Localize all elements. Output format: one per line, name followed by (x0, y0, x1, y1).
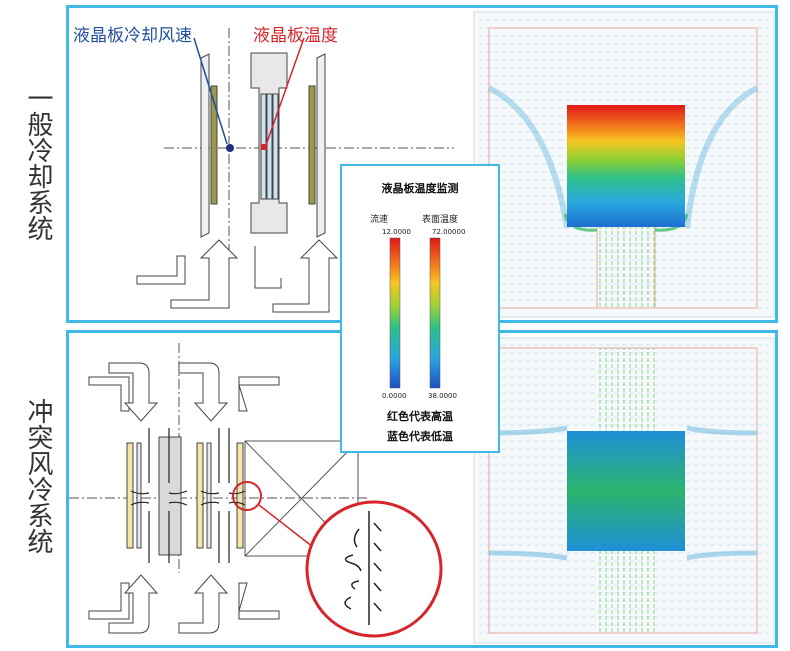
temperature-legend: 液晶板温度监测 流速 表面温度 12.0000 72.00000 0.0000 … (340, 164, 500, 453)
legend-title: 液晶板温度监测 (381, 182, 459, 195)
color-scales (389, 237, 441, 389)
general-system-label: 一般冷却系统 (23, 85, 53, 241)
flow-min: 0.0000 (382, 392, 407, 400)
temp-min: 38.0000 (428, 392, 457, 400)
impact-system-label: 冲突风冷系统 (23, 398, 53, 554)
legend-note-red: 红色代表高温 (387, 410, 453, 423)
cooling-speed-callout: 液晶板冷却风速 (73, 26, 192, 46)
temp-max: 72.00000 (432, 228, 466, 236)
flow-color-bar (389, 237, 401, 389)
impact-cfd-simulation (473, 337, 775, 644)
flow-max: 12.0000 (382, 228, 411, 236)
legend-note-blue: 蓝色代表低温 (387, 430, 453, 443)
flow-label: 流速 (370, 215, 389, 225)
general-cooling-diagram (136, 28, 454, 313)
temp-color-bar (429, 237, 441, 389)
surface-label: 表面温度 (422, 215, 459, 225)
impact-cooling-panel (66, 330, 778, 648)
impact-cooling-diagram (69, 343, 443, 638)
lcd-temperature-callout: 液晶板温度 (253, 26, 338, 46)
general-cfd-simulation (473, 11, 775, 318)
